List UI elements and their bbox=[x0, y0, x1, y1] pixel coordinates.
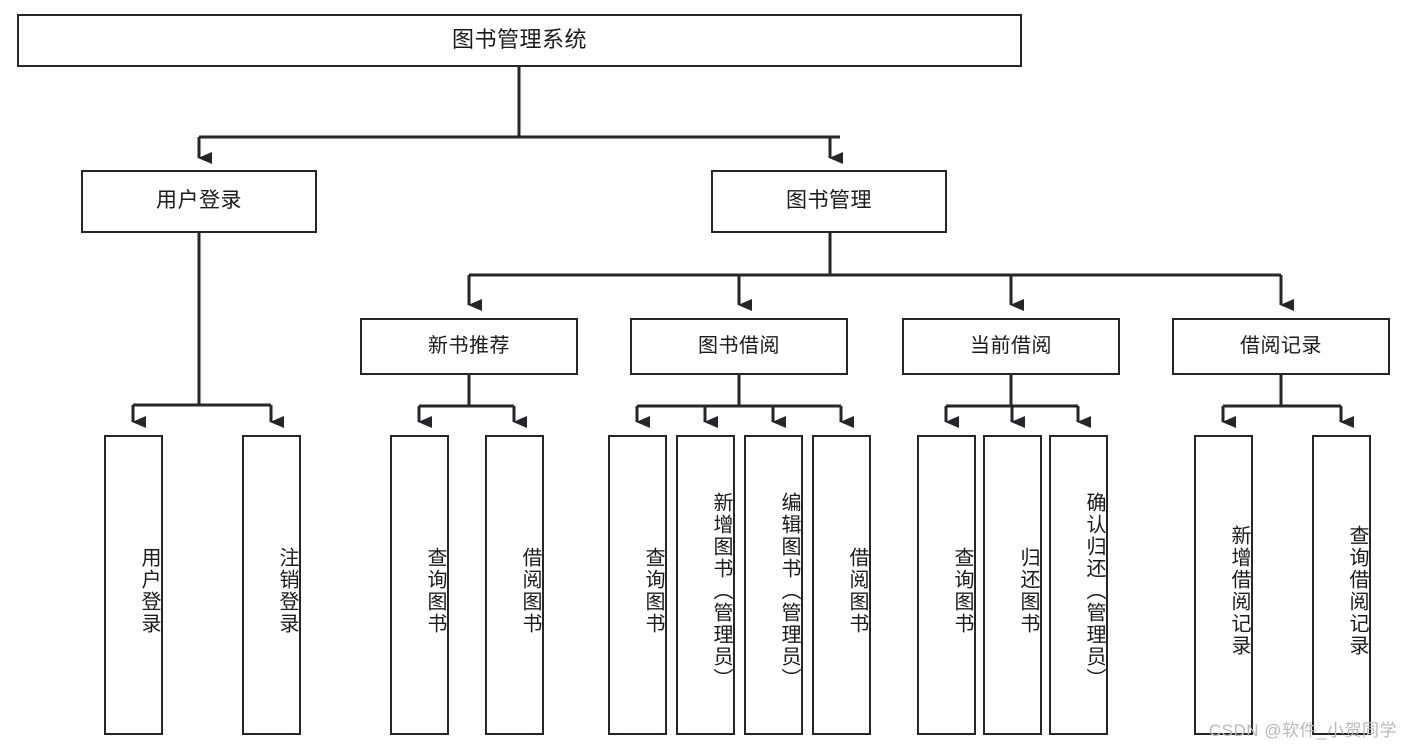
node-label: 查询借阅记录 bbox=[1346, 525, 1368, 657]
node-label: 借阅记录 bbox=[1240, 334, 1322, 357]
leaf-borrow-record-add-record[interactable]: 新增借阅记录 bbox=[1194, 435, 1253, 735]
node-label: 当前借阅 bbox=[970, 334, 1052, 357]
leaf-book-borrow-add-book[interactable]: 新增图书（管理员） bbox=[676, 435, 735, 735]
node-current-borrow[interactable]: 当前借阅 bbox=[902, 318, 1120, 375]
node-book-management[interactable]: 图书管理 bbox=[711, 170, 947, 233]
node-label: 新增图书（管理员） bbox=[710, 492, 732, 690]
node-book-borrow[interactable]: 图书借阅 bbox=[630, 318, 848, 375]
node-label: 查询图书 bbox=[424, 547, 446, 635]
node-label: 归还图书 bbox=[1017, 547, 1039, 635]
node-label: 确认归还（管理员） bbox=[1083, 492, 1105, 690]
node-label: 注销登录 bbox=[276, 547, 298, 635]
node-label: 图书管理系统 bbox=[451, 27, 587, 53]
leaf-current-borrow-confirm-return[interactable]: 确认归还（管理员） bbox=[1049, 435, 1108, 735]
node-label: 查询图书 bbox=[642, 547, 664, 635]
node-label: 图书借阅 bbox=[698, 334, 780, 357]
node-root-book-management-system[interactable]: 图书管理系统 bbox=[17, 14, 1022, 67]
leaf-book-borrow-borrow-book[interactable]: 借阅图书 bbox=[812, 435, 871, 735]
node-label: 借阅图书 bbox=[846, 547, 868, 635]
node-label: 新增借阅记录 bbox=[1228, 525, 1250, 657]
node-borrow-record[interactable]: 借阅记录 bbox=[1172, 318, 1390, 375]
node-label: 新书推荐 bbox=[428, 334, 510, 357]
leaf-new-book-borrow-book[interactable]: 借阅图书 bbox=[485, 435, 544, 735]
node-label: 借阅图书 bbox=[519, 547, 541, 635]
node-label: 用户登录 bbox=[156, 189, 242, 213]
leaf-current-borrow-return-book[interactable]: 归还图书 bbox=[983, 435, 1042, 735]
leaf-book-borrow-query-book[interactable]: 查询图书 bbox=[608, 435, 667, 735]
leaf-user-login-login[interactable]: 用户登录 bbox=[104, 435, 163, 735]
node-label: 用户登录 bbox=[138, 547, 160, 635]
node-label: 图书管理 bbox=[786, 189, 872, 213]
leaf-new-book-query-book[interactable]: 查询图书 bbox=[390, 435, 449, 735]
leaf-current-borrow-query-book[interactable]: 查询图书 bbox=[917, 435, 976, 735]
leaf-book-borrow-edit-book[interactable]: 编辑图书（管理员） bbox=[744, 435, 803, 735]
csdn-watermark: CSDN @软件_小贺同学 bbox=[1208, 721, 1397, 740]
leaf-borrow-record-query-record[interactable]: 查询借阅记录 bbox=[1312, 435, 1371, 735]
node-user-login[interactable]: 用户登录 bbox=[81, 170, 317, 233]
leaf-user-login-logout[interactable]: 注销登录 bbox=[242, 435, 301, 735]
node-label: 查询图书 bbox=[951, 547, 973, 635]
node-label: 编辑图书（管理员） bbox=[778, 492, 800, 690]
node-new-book-recommend[interactable]: 新书推荐 bbox=[360, 318, 578, 375]
